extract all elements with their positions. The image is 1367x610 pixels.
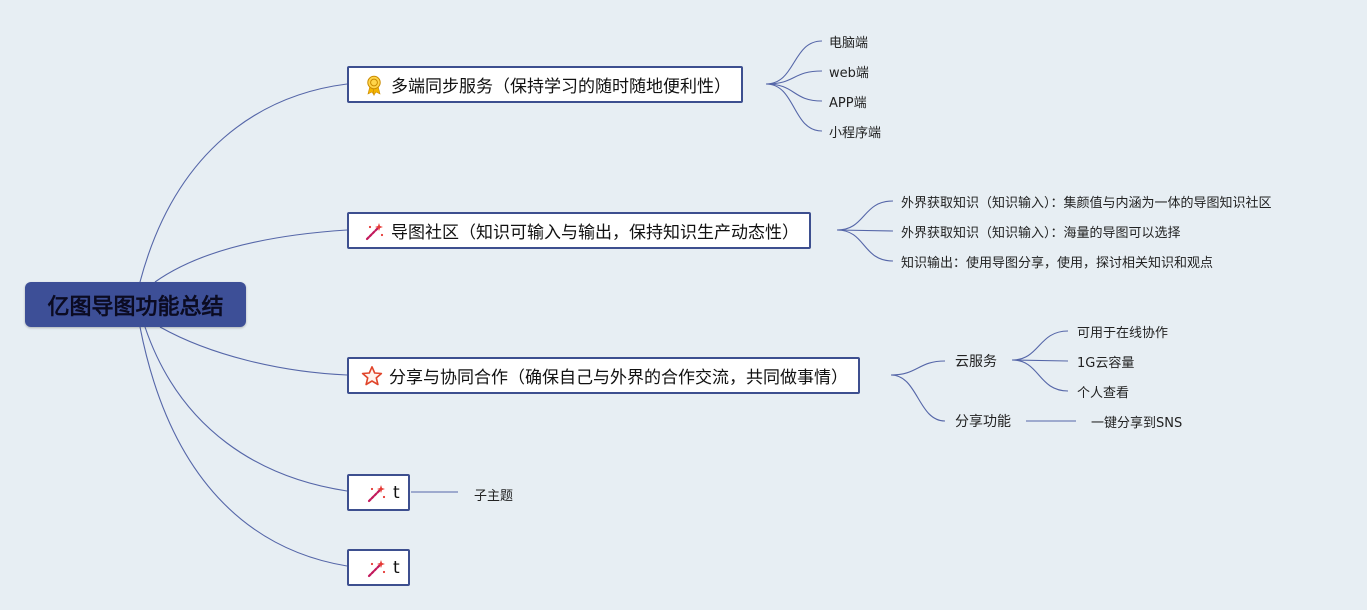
root-topic-label: 亿图导图功能总结 xyxy=(47,294,224,320)
leaf-cloud-capacity[interactable]: 1G云容量 xyxy=(1077,351,1134,371)
connector-t1-c1 xyxy=(765,40,823,85)
connector-root-topic-4 xyxy=(144,326,348,492)
connector-root-topic-2 xyxy=(154,229,348,283)
topic-label: 分享与协同合作（确保自己与外界的合作交流，共同做事情） xyxy=(389,368,848,388)
leaf-app[interactable]: APP端 xyxy=(829,91,867,111)
subtopic-share-function[interactable]: 分享功能 xyxy=(955,411,1011,431)
connector-root-topic-1 xyxy=(139,83,348,283)
leaf-community-1[interactable]: 外界获取知识（知识输入）：集颜值与内涵为一体的导图知识社区 xyxy=(901,191,1272,211)
connector-root-topic-3 xyxy=(159,326,348,376)
leaf-subtopic[interactable]: 子主题 xyxy=(474,484,513,504)
magic-wand-icon xyxy=(367,559,386,577)
leaf-personal-view[interactable]: 个人查看 xyxy=(1077,381,1129,401)
subtopic-label: 云服务 xyxy=(955,354,997,370)
connector-s1-c3 xyxy=(1011,359,1069,392)
leaf-community-2[interactable]: 外界获取知识（知识输入）：海量的导图可以选择 xyxy=(901,221,1181,241)
leaf-mini-program[interactable]: 小程序端 xyxy=(829,121,881,141)
connector-s1-c1 xyxy=(1011,330,1069,361)
subtopic-cloud-service[interactable]: 云服务 xyxy=(955,351,997,371)
leaf-share-sns[interactable]: 一键分享到SNS xyxy=(1091,411,1182,431)
topic-sync-service[interactable]: 多端同步服务（保持学习的随时随地便利性） xyxy=(347,66,743,103)
topic-community[interactable]: 导图社区（知识可输入与输出，保持知识生产动态性） xyxy=(347,212,811,249)
star-icon xyxy=(361,365,383,385)
topic-label: 多端同步服务（保持学习的随时随地便利性） xyxy=(391,77,731,97)
leaf-label: 外界获取知识（知识输入）：海量的导图可以选择 xyxy=(901,225,1181,241)
leaf-community-3[interactable]: 知识输出：使用导图分享，使用，探讨相关知识和观点 xyxy=(901,251,1213,271)
leaf-label: 1G云容量 xyxy=(1077,355,1135,371)
magic-wand-icon xyxy=(367,484,386,502)
leaf-label: 小程序端 xyxy=(829,125,882,141)
connector-t3-s1 xyxy=(890,360,946,376)
topic-label: t xyxy=(393,557,400,578)
connector-t2-c2 xyxy=(836,229,894,232)
connector-s1-c2 xyxy=(1011,359,1069,362)
magic-wand-icon xyxy=(365,222,384,240)
root-topic[interactable]: 亿图导图功能总结 xyxy=(25,282,246,327)
topic-label: 导图社区（知识可输入与输出，保持知识生产动态性） xyxy=(391,223,799,243)
connector-t1-c3 xyxy=(765,83,823,102)
leaf-label: 知识输出：使用导图分享，使用，探讨相关知识和观点 xyxy=(901,255,1214,271)
leaf-online-collab[interactable]: 可用于在线协作 xyxy=(1077,321,1168,341)
topic-t-2[interactable]: t xyxy=(347,549,410,586)
connector-t1-c4 xyxy=(765,83,823,132)
leaf-desktop[interactable]: 电脑端 xyxy=(829,31,868,51)
leaf-label: 个人查看 xyxy=(1077,385,1130,401)
connector-t3-s2 xyxy=(890,374,946,422)
topic-label: t xyxy=(393,482,400,503)
topic-share-collaborate[interactable]: 分享与协同合作（确保自己与外界的合作交流，共同做事情） xyxy=(347,357,860,394)
award-ribbon-icon xyxy=(367,75,381,96)
leaf-label: 电脑端 xyxy=(829,35,869,51)
topic-t-1[interactable]: t xyxy=(347,474,410,511)
connector-t2-c1 xyxy=(836,200,894,231)
leaf-label: web端 xyxy=(829,65,869,81)
leaf-label: 可用于在线协作 xyxy=(1077,325,1169,341)
leaf-label: 子主题 xyxy=(474,488,514,504)
subtopic-label: 分享功能 xyxy=(955,414,1011,430)
connector-root-topic-5 xyxy=(139,326,348,567)
leaf-label: 外界获取知识（知识输入）：集颜值与内涵为一体的导图知识社区 xyxy=(901,195,1272,211)
leaf-label: APP端 xyxy=(829,95,867,111)
connector-t1-c2 xyxy=(765,70,823,85)
leaf-web[interactable]: web端 xyxy=(829,61,869,81)
connector-t2-c3 xyxy=(836,229,894,262)
leaf-label: 一键分享到SNS xyxy=(1091,415,1183,431)
